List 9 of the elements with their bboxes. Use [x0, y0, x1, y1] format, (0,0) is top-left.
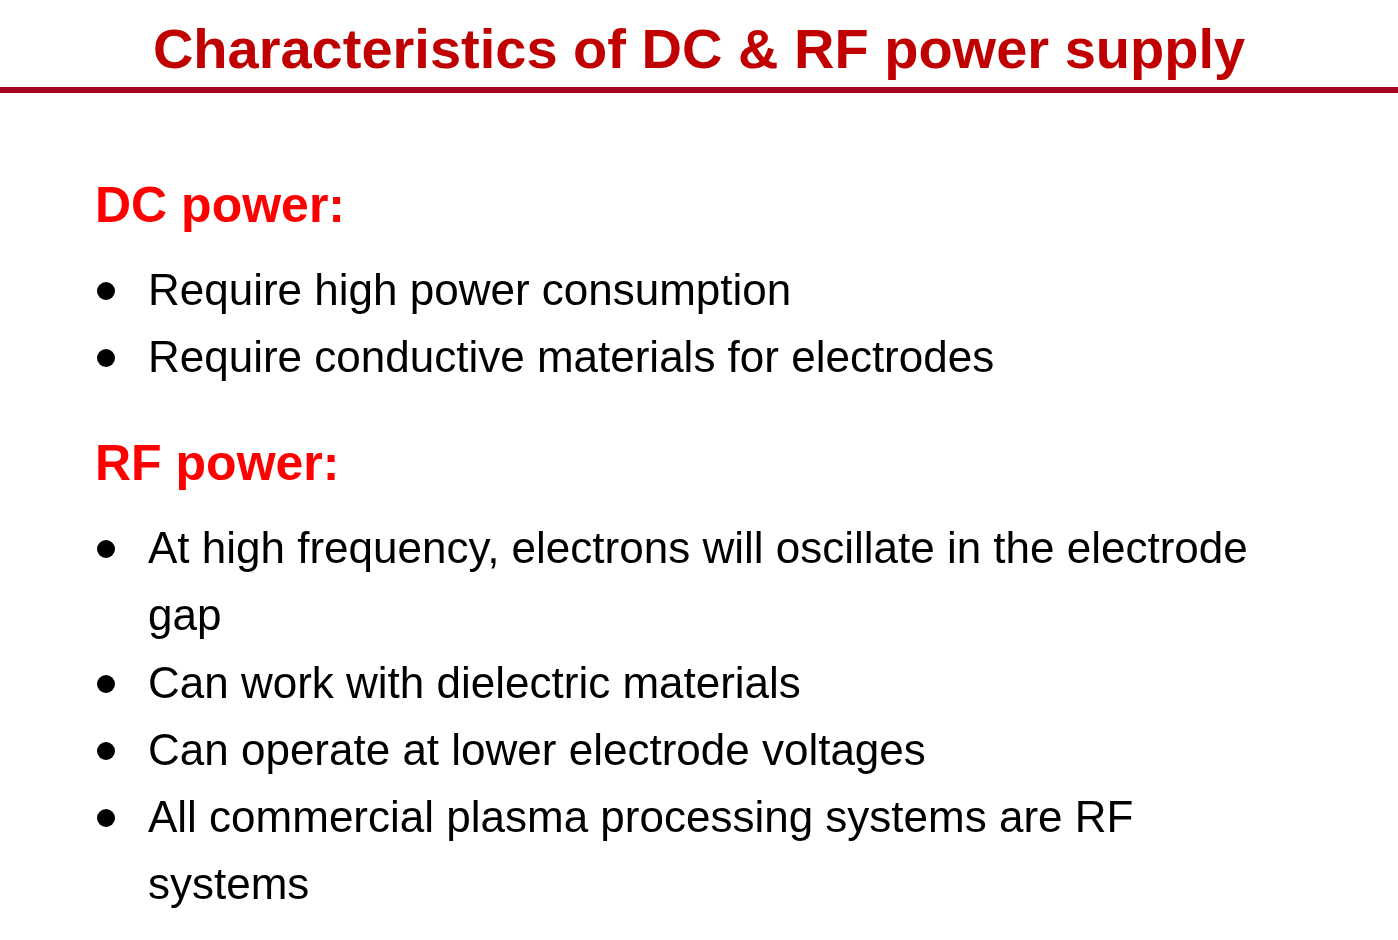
bullet-text: Require conductive materials for electrodes: [148, 331, 996, 383]
bullet-text: Can work with dielectric materials: [148, 657, 802, 709]
bullet-text: All commercial plasma processing systems are RF systems: [148, 791, 1135, 910]
section-heading: DC power:: [95, 176, 345, 235]
section-heading: RF power:: [95, 434, 340, 493]
bullet-text: Can operate at lower electrode voltages: [148, 724, 927, 776]
bullet-text: At high frequency, electrons will oscillate in the electrode gap: [148, 522, 1249, 641]
bullet-text: Require high power consumption: [148, 264, 793, 316]
slide-title: Characteristics of DC & RF power supply: [151, 16, 1247, 82]
